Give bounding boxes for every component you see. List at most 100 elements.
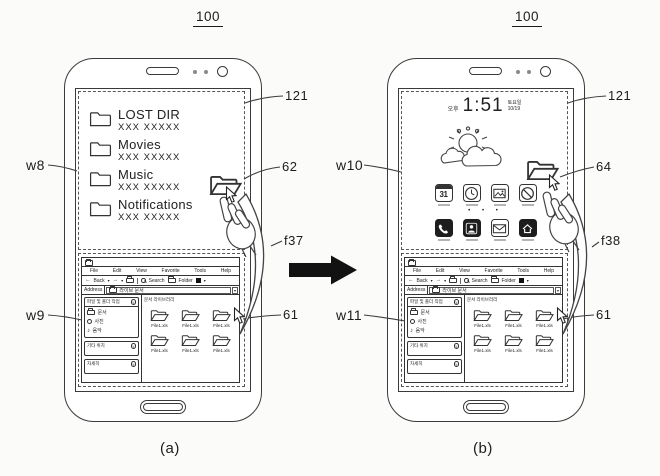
sidebar-item-photos[interactable]: 사진 — [87, 317, 136, 326]
home-icon[interactable] — [518, 219, 537, 237]
file-list: LOST DIR XXX XXXXX Movies XXX XXXXX Musi… — [79, 92, 244, 223]
search-button[interactable]: Search — [148, 277, 165, 284]
menu-help[interactable]: Help — [543, 268, 554, 274]
back-button[interactable]: Back — [93, 277, 105, 284]
open-folder-icon — [181, 333, 200, 347]
file-item[interactable]: File1.xls — [467, 308, 498, 328]
home-button-hardware[interactable] — [463, 400, 509, 414]
collapse-icon[interactable] — [453, 361, 459, 367]
menu-view[interactable]: View — [136, 268, 147, 274]
list-item[interactable]: Notifications XXX XXXXX — [89, 198, 244, 223]
folder-icon — [89, 200, 112, 217]
menu-favorite[interactable]: Favorite — [161, 268, 180, 274]
address-bar: Address 라이브 문서 ▾ — [82, 285, 239, 295]
back-arrow-icon[interactable]: ← — [85, 276, 91, 283]
list-item[interactable]: Music XXX XXXXX — [89, 168, 244, 193]
weekday-label: 토요일 — [507, 100, 522, 106]
details-panel[interactable]: 자세히 — [84, 359, 139, 374]
leader-f38 — [591, 241, 600, 248]
chevron-down-icon[interactable]: ▾ — [526, 277, 529, 283]
file-item[interactable]: File1.xls — [498, 308, 529, 328]
file-item[interactable]: File1.xls — [144, 333, 175, 353]
list-item[interactable]: LOST DIR XXX XXXXX — [89, 108, 244, 133]
ref-w9: w9 — [26, 307, 45, 323]
phone-a: LOST DIR XXX XXXXX Movies XXX XXXXX Musi… — [64, 58, 262, 422]
open-folder-icon — [150, 333, 169, 347]
file-item[interactable]: File1.xls — [175, 308, 206, 328]
up-folder-icon[interactable] — [126, 276, 135, 284]
views-icon[interactable] — [195, 278, 201, 283]
file-item-61[interactable]: File1.xls — [206, 308, 237, 328]
chevron-down-icon[interactable]: ▾ — [203, 277, 206, 283]
sidebar-item-documents[interactable]: 문서 — [87, 308, 136, 317]
menu-help[interactable]: Help — [220, 268, 231, 274]
file-item[interactable]: File1.xls — [467, 333, 498, 353]
collapse-icon[interactable] — [130, 299, 136, 305]
forward-arrow-icon[interactable]: → — [435, 276, 442, 283]
ref-w10: w10 — [336, 157, 364, 173]
search-button[interactable]: Search — [471, 277, 488, 284]
app-label — [465, 238, 478, 241]
explorer-titlebar[interactable] — [405, 258, 562, 267]
menu-edit[interactable]: Edit — [435, 268, 445, 274]
collapse-icon[interactable] — [130, 361, 136, 367]
folders-button[interactable]: Folder — [178, 277, 193, 284]
menu-file[interactable]: File — [90, 268, 99, 274]
details-panel[interactable]: 자세히 — [407, 359, 462, 374]
explorer-titlebar[interactable] — [82, 258, 239, 267]
menu-file[interactable]: File — [413, 268, 422, 274]
mail-icon[interactable] — [490, 219, 509, 237]
file-item[interactable]: File1.xls — [144, 308, 175, 328]
file-item[interactable]: File1.xls — [498, 333, 529, 353]
sidebar-item-photos[interactable]: 사진 — [410, 317, 459, 326]
app-label — [465, 203, 478, 206]
folders-button[interactable]: Folder — [501, 277, 516, 284]
collapse-icon[interactable] — [453, 343, 459, 349]
chevron-down-icon[interactable]: ▾ — [121, 277, 124, 283]
menu-view[interactable]: View — [459, 268, 470, 274]
views-icon[interactable] — [518, 278, 524, 283]
contacts-icon[interactable] — [462, 219, 481, 237]
gallery-icon[interactable] — [490, 184, 509, 202]
page-indicator-dots[interactable]: • • • — [468, 208, 503, 214]
forward-arrow-icon[interactable]: → — [112, 276, 119, 283]
sidebar-item-music[interactable]: ♪음악 — [87, 327, 102, 335]
menu-tools[interactable]: Tools — [517, 268, 529, 274]
blocked-icon[interactable] — [518, 184, 537, 202]
chevron-down-icon[interactable]: ▾ — [444, 277, 447, 283]
menu-favorite[interactable]: Favorite — [484, 268, 503, 274]
file-item[interactable]: File1.xls — [206, 333, 237, 353]
collapse-icon[interactable] — [130, 343, 136, 349]
home-button-hardware[interactable] — [140, 400, 186, 414]
music-icon: ♪ — [87, 327, 90, 334]
phone-icon[interactable] — [434, 219, 453, 237]
address-dropdown[interactable]: ▾ — [555, 286, 561, 294]
address-input[interactable]: 라이브 문서 — [429, 285, 554, 294]
address-dropdown[interactable]: ▾ — [232, 286, 238, 294]
list-item[interactable]: Movies XXX XXXXX — [89, 138, 244, 163]
back-button[interactable]: Back — [416, 277, 428, 284]
calendar-icon[interactable]: 31 — [434, 184, 453, 202]
file-item-61[interactable]: File1.xls — [529, 308, 560, 328]
cloud-icon — [461, 145, 502, 167]
sidebar-item-documents[interactable]: 문서 — [410, 308, 459, 317]
menu-edit[interactable]: Edit — [112, 268, 122, 274]
file-item[interactable]: File1.xls — [529, 333, 560, 353]
clock-icon[interactable] — [462, 184, 481, 202]
address-input[interactable]: 라이브 문서 — [106, 285, 231, 294]
other-places-panel[interactable]: 기타 위치 — [407, 341, 462, 356]
menu-tools[interactable]: Tools — [194, 268, 206, 274]
up-folder-icon[interactable] — [449, 276, 458, 284]
file-item[interactable]: File1.xls — [175, 333, 206, 353]
chevron-down-icon[interactable]: ▾ — [430, 277, 433, 283]
collapse-icon[interactable] — [453, 299, 459, 305]
sensor-dot — [527, 70, 531, 74]
other-places-panel[interactable]: 기타 위치 — [84, 341, 139, 356]
app-label — [493, 203, 506, 206]
chevron-down-icon[interactable]: ▾ — [107, 277, 110, 283]
back-arrow-icon[interactable]: ← — [408, 276, 414, 283]
camera-lens — [540, 66, 551, 77]
sidebar-item-music[interactable]: ♪음악 — [410, 327, 425, 335]
